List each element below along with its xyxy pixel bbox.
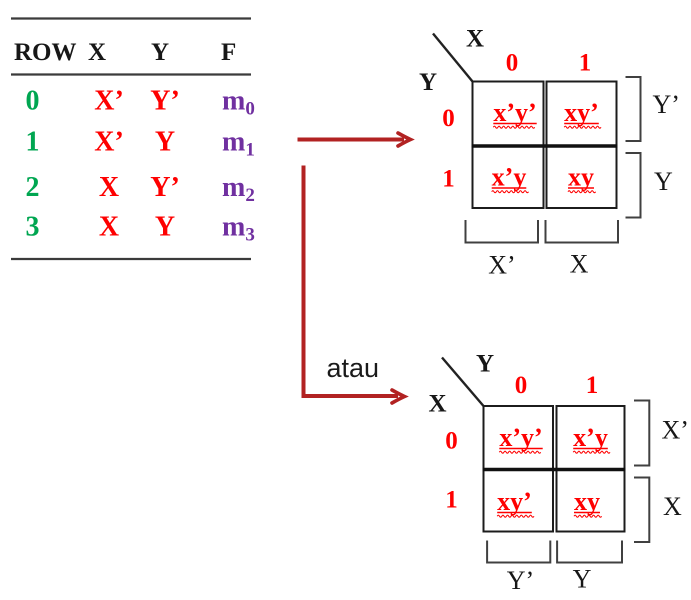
svg-text:X’: X’ [488,251,515,280]
svg-text:1: 1 [26,127,40,158]
svg-text:x’y’: x’y’ [493,98,536,127]
svg-text:1: 1 [445,487,458,514]
svg-text:Y’: Y’ [653,90,680,119]
svg-text:X: X [663,492,682,521]
svg-text:xy’: xy’ [497,487,532,516]
svg-text:xy: xy [574,487,600,516]
svg-text:Y: Y [419,69,437,96]
svg-text:Y: Y [155,212,175,243]
svg-text:X’: X’ [662,416,689,445]
svg-text:X: X [429,391,447,418]
svg-text:x’y’: x’y’ [499,423,542,452]
svg-text:Y: Y [476,351,494,378]
svg-text:3: 3 [26,212,40,243]
svg-text:1: 1 [579,50,592,77]
svg-text:0: 0 [506,50,519,77]
svg-text:Y: Y [151,39,169,66]
svg-text:x’y: x’y [492,163,527,192]
svg-text:0: 0 [26,86,40,117]
svg-text:1: 1 [586,372,599,399]
svg-text:Y: Y [573,565,592,594]
svg-text:X: X [88,39,106,66]
svg-text:Y’: Y’ [150,172,180,203]
svg-text:0: 0 [442,105,455,132]
svg-text:X: X [99,172,119,203]
svg-text:X: X [570,250,589,279]
svg-text:ROW: ROW [14,39,77,66]
svg-text:X’: X’ [94,86,124,117]
svg-text:X: X [99,212,119,243]
svg-text:Y’: Y’ [150,86,180,117]
svg-text:x’y: x’y [573,423,608,452]
svg-text:0: 0 [445,428,458,455]
svg-text:1: 1 [442,166,455,193]
svg-text:F: F [221,39,236,66]
svg-text:X: X [466,26,484,53]
svg-text:xy’: xy’ [564,98,599,127]
svg-text:xy: xy [568,163,594,192]
svg-text:X’: X’ [94,127,124,158]
svg-text:Y’: Y’ [507,566,534,595]
svg-text:Y: Y [654,167,673,196]
svg-text:0: 0 [515,372,528,399]
svg-text:2: 2 [26,172,40,203]
svg-text:Y: Y [155,127,175,158]
svg-text:atau: atau [327,353,380,383]
